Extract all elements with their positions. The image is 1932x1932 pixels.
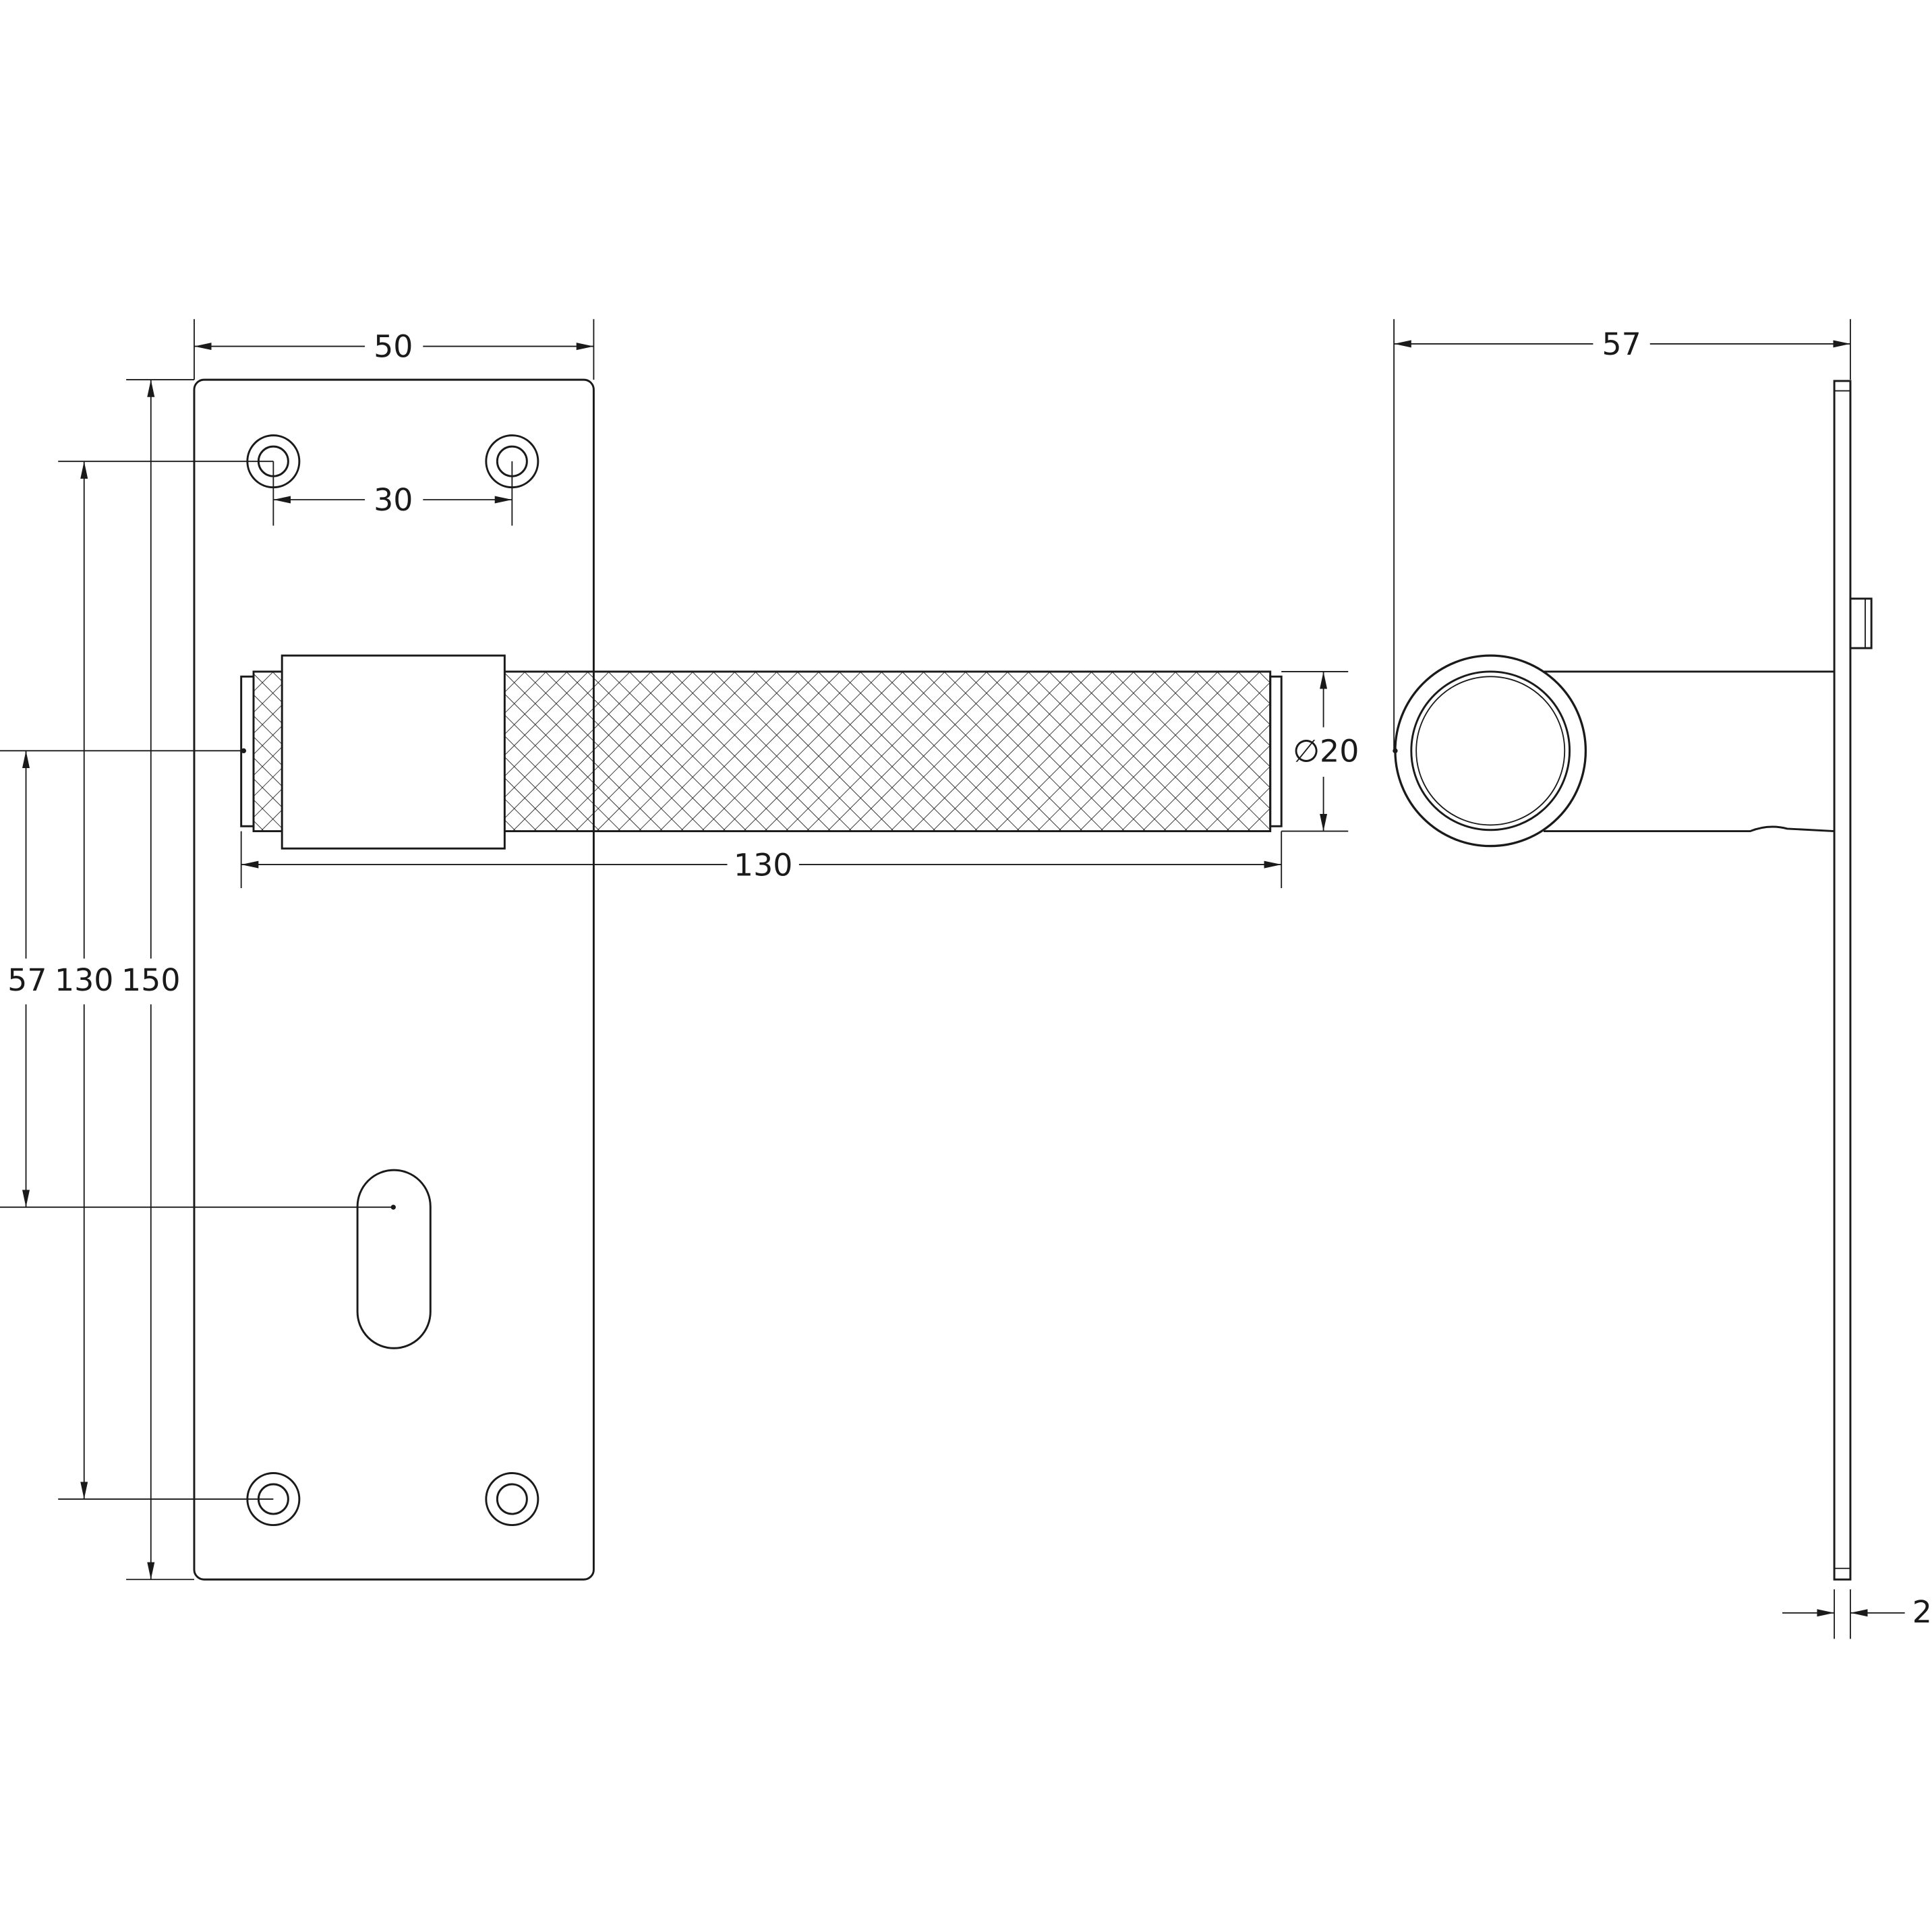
keyhole-slot (356, 1169, 432, 1349)
dimension-plate-width: 50 (194, 319, 595, 380)
spindle-stub (1849, 597, 1873, 649)
dimension-label: 150 (121, 962, 181, 998)
screw-holes (246, 434, 539, 1527)
dimension-projection: 57 (1393, 319, 1851, 751)
backplate (193, 378, 595, 1581)
dimension-lever-diameter: ∅20 (1281, 671, 1359, 832)
dimension-label: 130 (55, 962, 114, 998)
rose-inner-ring (1415, 676, 1566, 826)
lever-end-cap-right (1269, 675, 1283, 827)
dimension-label: 50 (374, 328, 413, 365)
lever-side-bottom (1544, 825, 1835, 833)
dimension-label: 130 (734, 846, 793, 883)
keyhole-center-mark (390, 1204, 396, 1210)
dimension-plate-thickness: 2 (1782, 1589, 1932, 1639)
lever-handle (240, 654, 1283, 850)
dimension-lever-length: 130 (240, 831, 1283, 888)
dimension-label: 57 (1602, 326, 1641, 362)
side-backplate (1833, 380, 1852, 1581)
front-view: 50 30 130 ∅20 (0, 319, 1359, 1581)
dimension-label: 2 (1912, 1593, 1932, 1630)
dimension-lever-to-keyhole: 57 (0, 750, 394, 1208)
dimension-label: ∅20 (1293, 733, 1359, 769)
dimension-screw-spacing-horizontal: 30 (272, 461, 513, 526)
dimension-label: 30 (374, 481, 413, 518)
side-view: 57 2 (1393, 319, 1932, 1639)
rose-collar (281, 654, 506, 850)
dimension-screw-spacing-vertical: 130 (55, 461, 274, 1500)
rose-outer (1394, 654, 1587, 848)
dimension-label: 57 (7, 962, 47, 998)
screw-hole (485, 1472, 539, 1527)
rose-inner (1410, 670, 1571, 831)
dimension-plate-height: 150 (121, 379, 194, 1581)
